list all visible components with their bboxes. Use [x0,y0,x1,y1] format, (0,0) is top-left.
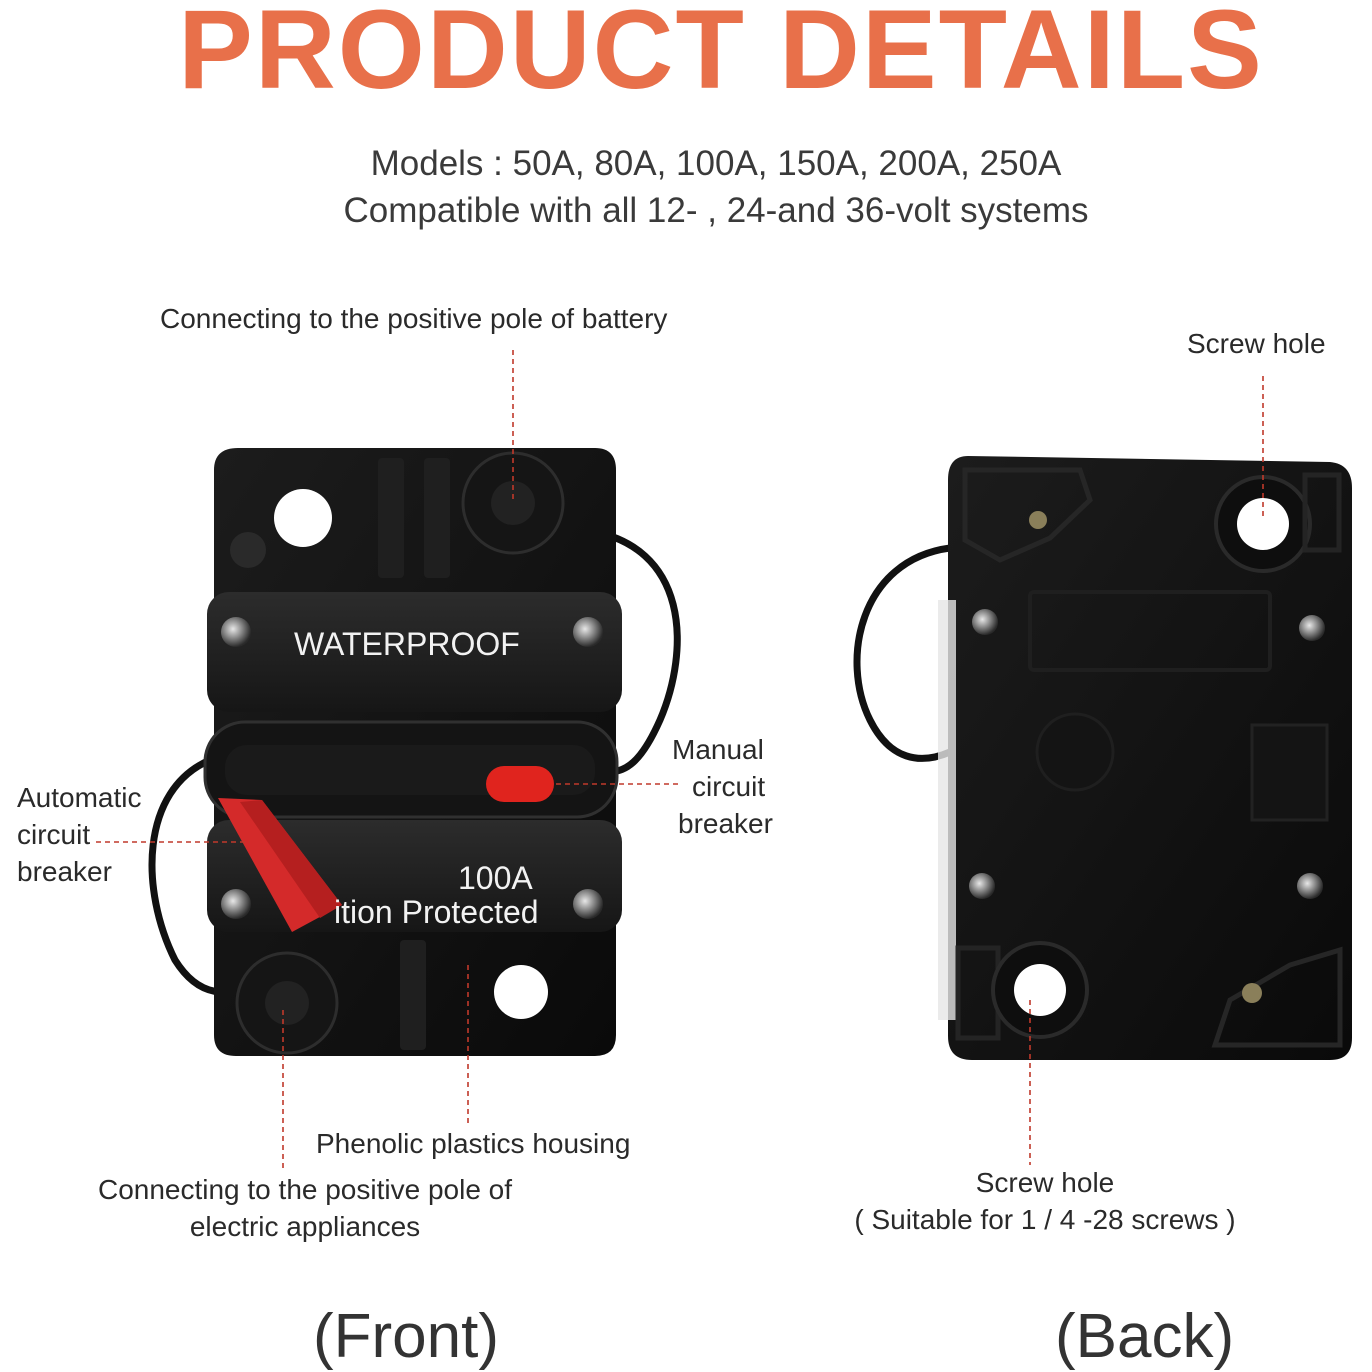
front-mount-hole-top [274,489,332,547]
callout-screw-top: Screw hole [1187,328,1326,359]
callout-automatic-line-3: breaker [17,856,112,887]
callout-manual-line-2: circuit [692,771,766,802]
page-title: PRODUCT DETAILS [178,0,1264,112]
back-body [948,456,1352,1060]
callout-manual-line-1: Manual [672,734,764,765]
front-cable-right [584,526,681,776]
callout-automatic-line-1: Automatic [17,782,142,813]
back-breaker [853,456,1352,1060]
product-print-waterproof: WATERPROOF [294,626,520,662]
callout-manual-line-3: breaker [678,808,773,839]
callout-screw-bottom: Screw hole ( Suitable for 1 / 4 -28 scre… [840,1164,1250,1238]
callout-screw-bottom-line-1: Screw hole [975,1167,1115,1198]
manual-trip-button [486,766,554,802]
front-mount-hole-bottom [494,965,548,1019]
callout-automatic: Automatic circuit breaker [17,779,142,890]
front-screw [221,889,251,919]
product-print-rating: 100A [458,860,533,896]
callout-appliances-line-2: electric appliances [189,1211,421,1242]
front-upper-band [207,592,622,712]
back-screw [969,873,995,899]
callout-appliances-line-1: Connecting to the positive pole of [97,1174,513,1205]
back-screw [1299,615,1325,641]
front-breaker [148,448,681,1056]
front-view-label: (Front) [313,1302,499,1371]
callout-appliances: Connecting to the positive pole of elect… [82,1171,528,1245]
back-screw [972,609,998,635]
callout-automatic-line-2: circuit [17,819,91,850]
back-screw [1297,873,1323,899]
callout-manual: Manual circuit breaker [672,731,773,842]
callout-screw-bottom-line-2: ( Suitable for 1 / 4 -28 screws ) [854,1204,1236,1235]
callout-battery: Connecting to the positive pole of batte… [160,303,668,334]
callout-housing: Phenolic plastics housing [316,1128,631,1159]
models-line: Models : 50A, 80A, 100A, 150A, 200A, 250… [370,144,1062,183]
back-view-label: (Back) [1055,1302,1235,1371]
back-brass-screw [1029,511,1047,529]
product-print-ignition: ition Protected [334,894,539,930]
back-cable [853,544,952,762]
back-brass-screw [1242,983,1262,1003]
front-screw [573,617,603,647]
compatibility-line: Compatible with all 12- , 24-and 36-volt… [343,191,1089,230]
front-screw [221,617,251,647]
front-screw [573,889,603,919]
